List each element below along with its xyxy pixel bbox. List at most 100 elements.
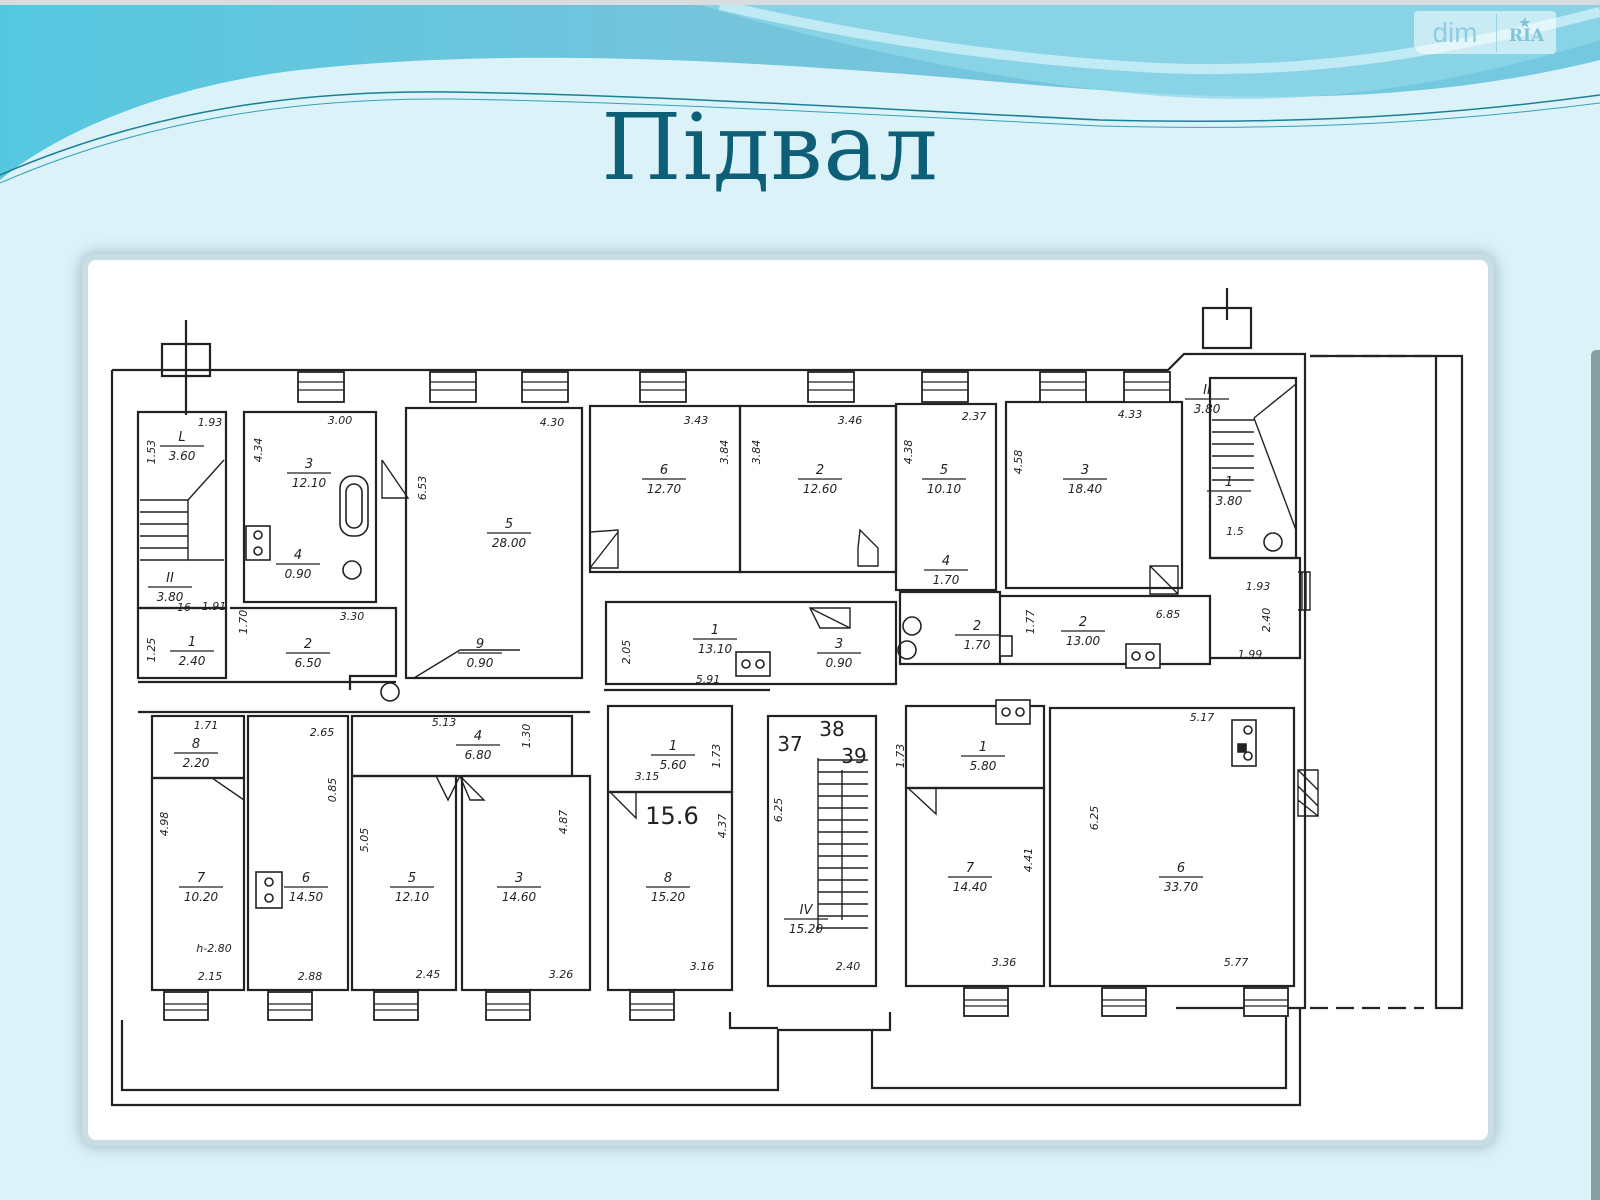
room-R-2: 213.00 <box>1061 615 1105 648</box>
room-area: 12.70 <box>647 482 682 496</box>
dimension-label: h-2.80 <box>196 942 231 955</box>
room-number: 7 <box>197 871 206 886</box>
stove-icon <box>735 651 771 677</box>
dimension-labels: 1.931.531.91161.253.004.343.301.704.306.… <box>145 408 1273 983</box>
room-area: 2.40 <box>179 654 206 668</box>
dimension-label: 16 <box>177 601 191 614</box>
room-area: 13.00 <box>1066 634 1101 648</box>
stairs <box>140 383 1297 930</box>
dimension-label: 6.25 <box>1088 806 1101 831</box>
dimension-label: 1.77 <box>1024 610 1037 635</box>
room-R-4: 41.70 <box>924 554 968 587</box>
dimension-label: 6.53 <box>416 476 429 501</box>
room-area: 28.00 <box>492 536 527 550</box>
toilet-icon <box>902 616 922 636</box>
room-area: 12.60 <box>803 482 838 496</box>
room-labels: L3.60II3.8012.4026.50312.1040.90528.0090… <box>148 383 1251 936</box>
dimension-label: 4.33 <box>1118 408 1143 421</box>
room-number: 2 <box>816 463 824 478</box>
room-number: 2 <box>973 619 981 634</box>
room-area: 1.70 <box>933 573 960 587</box>
dimension-label: 4.37 <box>716 814 729 839</box>
room-B-R7: 714.40 <box>948 861 992 894</box>
toilet-icon <box>897 640 917 660</box>
slide-title: Підвал <box>601 94 939 201</box>
room-area: 6.50 <box>295 656 322 670</box>
room-area: 10.20 <box>184 890 219 904</box>
room-area: 12.10 <box>395 890 430 904</box>
stove-icon <box>995 699 1031 725</box>
room-area: 6.80 <box>465 748 492 762</box>
room-C-6: 612.70 <box>642 463 686 496</box>
room-R-stair: II 3.80 <box>1185 383 1229 416</box>
room-area: 5.60 <box>660 758 687 772</box>
dimension-label: 3.84 <box>750 440 763 465</box>
dimension-label: 5.05 <box>358 828 371 853</box>
dimension-label: 2.15 <box>198 970 223 983</box>
room-number: 1 <box>188 635 196 650</box>
room-area: 14.50 <box>289 890 324 904</box>
room-L-4: 40.90 <box>276 548 320 581</box>
dimension-label: 3.26 <box>549 968 574 981</box>
room-C-1: 113.10 <box>693 623 737 656</box>
room-R-stair-1: 13.80 <box>1207 475 1251 508</box>
room-L-stair: L3.60 <box>160 430 204 463</box>
room-R-3: 318.40 <box>1063 463 1107 496</box>
handwritten-note: 15.6 <box>645 802 698 830</box>
room-number: 3 <box>515 871 523 886</box>
dimension-label: 2.37 <box>962 410 987 423</box>
top-strip <box>0 0 1600 5</box>
handwritten-note: 39 <box>841 744 866 768</box>
room-area: 0.90 <box>285 567 312 581</box>
room-area: 3.80 <box>1194 402 1221 416</box>
room-number: 6 <box>1177 861 1185 876</box>
room-number: 5 <box>408 871 416 886</box>
room-number: 2 <box>304 637 312 652</box>
room-area: 0.90 <box>826 656 853 670</box>
room-area: 5.80 <box>970 759 997 773</box>
room-number: II <box>166 571 174 586</box>
window-top-row <box>297 371 1171 403</box>
vertical-scrollbar[interactable] <box>1591 350 1600 1200</box>
room-L-3: 312.10 <box>287 457 331 490</box>
room-B-1: 15.60 <box>651 739 695 772</box>
room-number: IV <box>800 903 814 918</box>
window-bottom-row <box>163 987 1289 1021</box>
room-number: 1 <box>1225 475 1233 490</box>
room-area: 13.10 <box>698 642 733 656</box>
room-B-8b: 815.20 <box>646 871 690 904</box>
heater-icon <box>999 635 1013 657</box>
dimension-label: 1.73 <box>710 744 723 769</box>
room-number: 6 <box>302 871 310 886</box>
handwritten-note: 38 <box>819 717 844 741</box>
dimension-label: 1.73 <box>894 744 907 769</box>
room-number: 3 <box>1081 463 1089 478</box>
windows <box>163 371 1289 1021</box>
dimension-label: 2.65 <box>310 726 335 739</box>
room-number: 7 <box>966 861 975 876</box>
dimension-label: 3.16 <box>690 960 715 973</box>
dimension-label: 2.40 <box>836 960 861 973</box>
room-B-R6: 633.70 <box>1159 861 1203 894</box>
room-R-5: 510.10 <box>922 463 966 496</box>
dimension-label: 3.46 <box>838 414 863 427</box>
room-area: 14.40 <box>953 880 988 894</box>
room-number: 8 <box>664 871 672 886</box>
room-L-5: 528.00 <box>487 517 531 550</box>
walls <box>110 288 1464 1107</box>
star-icon: ★ <box>1519 15 1531 31</box>
toilet-icon <box>380 682 400 702</box>
room-area: 1.70 <box>964 638 991 652</box>
room-number: 1 <box>669 739 677 754</box>
dimension-label: 3.30 <box>340 610 365 623</box>
window-sills <box>164 381 1288 1011</box>
room-number: II <box>1203 383 1211 398</box>
room-B-6: 614.50 <box>284 871 328 904</box>
dimension-label: 4.58 <box>1012 450 1025 475</box>
fixtures <box>245 475 1283 909</box>
floor-plan: L3.60II3.8012.4026.50312.1040.90528.0090… <box>110 288 1464 1107</box>
dimension-label: 4.98 <box>158 812 171 837</box>
dimension-label: 2.45 <box>416 968 441 981</box>
